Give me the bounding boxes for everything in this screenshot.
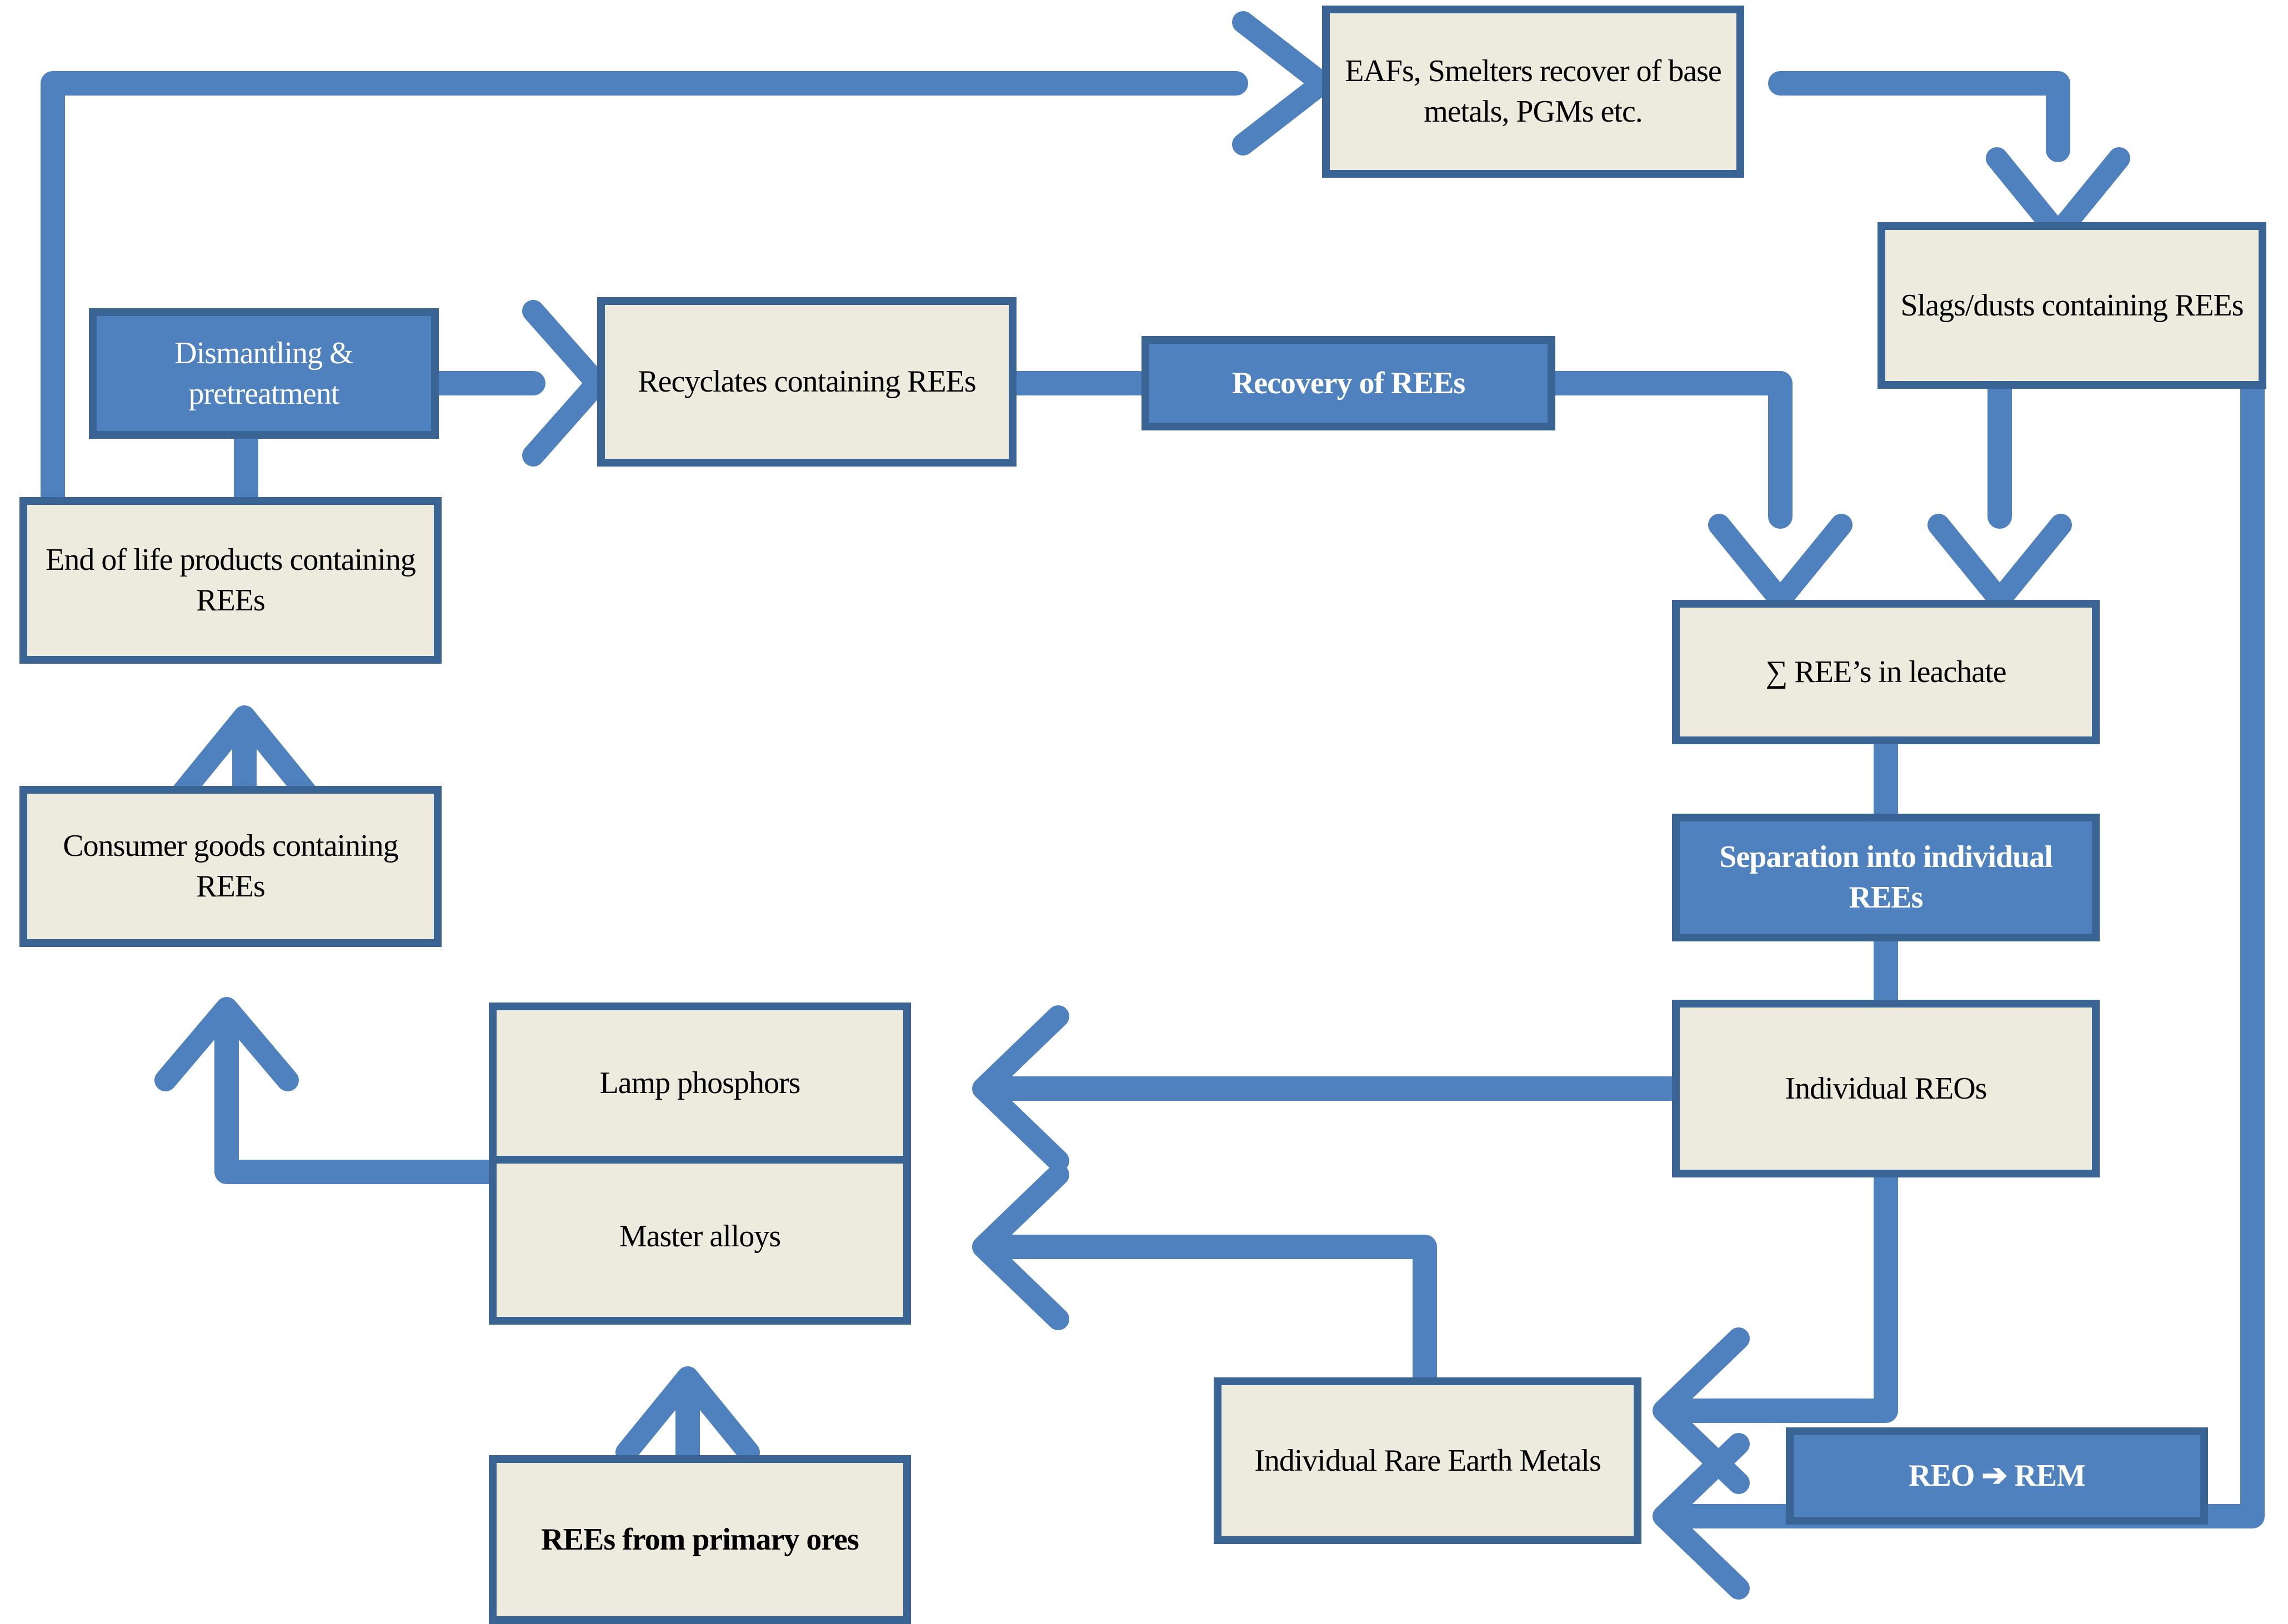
arrowhead-reos-to-lamp (972, 1005, 1069, 1172)
node-eol-label: End of life products containing REEs (46, 543, 416, 618)
edge-recovery-to-leachate (1543, 371, 1793, 529)
arrowhead-eol-to-eafs (1232, 11, 1333, 156)
node-separation-label: Separation into individual REEs (1719, 840, 2053, 915)
node-eafs[interactable]: EAFs, Smelters recover of base metals, P… (1322, 6, 1744, 178)
edge-eol-to-eafs (41, 71, 1248, 534)
node-master-alloys[interactable]: Master alloys (497, 1164, 903, 1309)
node-individual-rem-label: Individual Rare Earth Metals (1254, 1443, 1601, 1478)
node-recyclates-label: Recyclates containing REEs (638, 364, 976, 399)
node-primary-ores[interactable]: REEs from primary ores (489, 1455, 911, 1624)
node-leachate[interactable]: ∑ REE’s in leachate (1672, 600, 2100, 744)
arrowhead-primary-to-master (615, 1366, 760, 1463)
node-separation[interactable]: Separation into individual REEs (1672, 814, 2100, 941)
node-products-stack: Lamp phosphors Master alloys (489, 1003, 911, 1325)
node-consumer-label: Consumer goods containing REEs (63, 829, 398, 904)
node-reos[interactable]: Individual REOs (1672, 1000, 2100, 1177)
edge-irem-to-master (977, 1235, 1437, 1440)
node-lamp-phosphors-label: Lamp phosphors (599, 1065, 801, 1100)
node-recovery-label: Recovery of REEs (1231, 365, 1465, 400)
edge-reos-to-irem (1657, 1162, 1898, 1423)
arrowhead-master-to-consumer (154, 997, 299, 1091)
node-recovery[interactable]: Recovery of REEs (1142, 336, 1555, 430)
node-dismantling-label: Dismantling & pretreatment (174, 335, 353, 411)
node-primary-ores-label: REEs from primary ores (541, 1522, 859, 1557)
arrowhead-recovery-to-leachate (1708, 514, 1853, 611)
arrowhead-slags-to-irem (1653, 1433, 1750, 1600)
arrowhead-consumer-to-eol (172, 705, 317, 803)
node-lamp-phosphors[interactable]: Lamp phosphors (497, 1010, 903, 1164)
edge-master-to-consumer (214, 1004, 501, 1184)
node-master-alloys-label: Master alloys (619, 1219, 781, 1254)
node-eafs-label: EAFs, Smelters recover of base metals, P… (1345, 54, 1722, 129)
arrowhead-slags-to-leachate (1927, 514, 2072, 611)
node-leachate-label: ∑ REE’s in leachate (1765, 654, 2007, 689)
node-individual-rem[interactable]: Individual Rare Earth Metals (1214, 1377, 1641, 1544)
node-eol[interactable]: End of life products containing REEs (19, 497, 442, 664)
node-recyclates[interactable]: Recyclates containing REEs (597, 297, 1017, 467)
node-slags[interactable]: Slags/dusts containing REEs (1878, 222, 2266, 389)
node-reo-to-rem[interactable]: REO ➔ REM (1786, 1427, 2208, 1525)
node-consumer[interactable]: Consumer goods containing REEs (19, 786, 442, 947)
node-dismantling[interactable]: Dismantling & pretreatment (89, 308, 439, 439)
arrowhead-irem-to-master (972, 1164, 1069, 1330)
edge-eafs-to-slags (1768, 71, 2070, 162)
node-reo-to-rem-label: REO ➔ REM (1909, 1458, 2086, 1493)
node-slags-label: Slags/dusts containing REEs (1900, 288, 2244, 323)
node-reos-label: Individual REOs (1785, 1071, 1987, 1106)
